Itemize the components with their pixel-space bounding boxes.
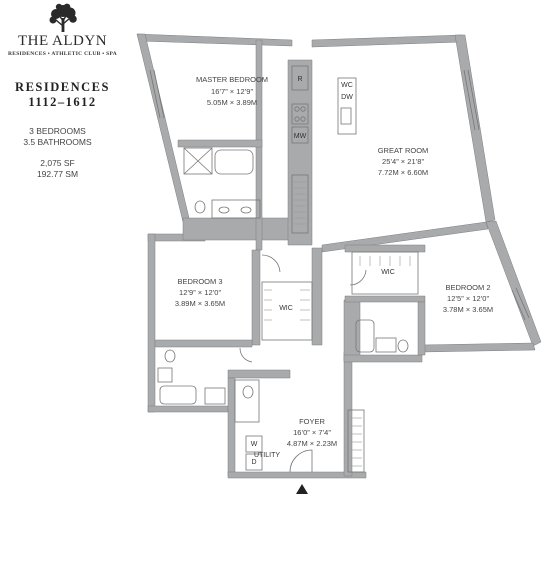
sink (340, 107, 352, 125)
bedroom2-metric: 3.78M × 3.65M (443, 305, 493, 314)
wic2 (351, 251, 419, 295)
door-bedroom3 (261, 254, 281, 273)
bedroom2-name: BEDROOM 2 (445, 283, 490, 292)
bedroom2-imperial: 12’5” × 12’0” (447, 294, 489, 303)
washer (245, 435, 263, 453)
master-bedroom-name: MASTER BEDROOM (196, 75, 268, 84)
wall-bedroom3-left (147, 233, 156, 413)
dishwasher-label: DW (341, 94, 353, 101)
bedroom3-imperial: 12’9” × 12’0” (179, 288, 221, 297)
utility-label: UTILITY (254, 452, 280, 459)
refrigerator (291, 65, 309, 91)
wall-right-lower (485, 220, 542, 347)
wall-utility-left (227, 377, 236, 477)
microwave (291, 126, 309, 144)
title-line1: RESIDENCES (15, 80, 110, 94)
door-wic2 (349, 269, 367, 286)
wine-cooler-label: WC (341, 82, 353, 89)
wic-bedroom3-label: WIC (279, 305, 293, 312)
great-room-metric: 7.72M × 6.60M (378, 168, 428, 177)
wall-wic2-top (344, 244, 426, 253)
dryer (245, 453, 263, 471)
microwave-label: MW (294, 133, 307, 140)
entry-door (289, 449, 313, 473)
residence-title: RESIDENCES 1112–1612 (0, 80, 125, 110)
vanity-master (211, 199, 261, 219)
bedroom3-metric: 3.89M × 3.65M (175, 299, 225, 308)
shower-master (183, 147, 213, 175)
tree-icon (49, 3, 77, 32)
toilet-powder (242, 385, 254, 399)
entry-arrow-icon (296, 484, 308, 494)
great-room-imperial: 25’4” × 21’8” (382, 157, 424, 166)
spec-bedrooms: 3 BEDROOMS (29, 126, 86, 136)
toilet-bath2 (397, 339, 409, 353)
wall-kitchen-spine (287, 59, 313, 246)
residence-specs: 3 BEDROOMS 3.5 BATHROOMS 2,075 SF 192.77… (0, 126, 115, 180)
foyer-closet (347, 409, 365, 473)
wall-wic2-bottom (344, 295, 426, 303)
tub-master (214, 149, 254, 175)
wall-left-slant (136, 33, 191, 223)
vanity-bath2 (375, 337, 397, 353)
foyer-imperial: 16’0” × 7’4” (293, 428, 331, 437)
closet-master (291, 174, 309, 234)
brand-name: THE ALDYN (17, 33, 108, 49)
wall-bedroom2-bottom (421, 342, 536, 353)
title-line2: 1112–1612 (28, 95, 97, 109)
wall-bath2-bottom (343, 354, 423, 363)
vanity-hall (204, 387, 226, 405)
range (291, 103, 309, 125)
tub-bath3 (159, 385, 197, 405)
vanity-bath3 (157, 367, 173, 383)
foyer-name: FOYER (299, 417, 325, 426)
wic3 (261, 281, 313, 341)
master-bedroom-imperial: 16’7” × 12’9” (211, 87, 253, 96)
wall-foyer-bottom (227, 471, 367, 479)
spec-area-sf: 2,075 SF (40, 158, 75, 168)
washer-label: W (251, 441, 258, 448)
toilet-bath3 (164, 349, 176, 363)
brand-tagline: RESIDENCES • ATHLETIC CLUB • SPA (7, 51, 118, 57)
wall-master-bath-top (177, 139, 263, 148)
brand-logo: THE ALDYN RESIDENCES • ATHLETIC CLUB • S… (0, 0, 125, 60)
great-room-name: GREAT ROOM (378, 146, 429, 155)
refrigerator-label: R (297, 76, 302, 83)
island (337, 77, 357, 135)
door-bath3 (239, 347, 253, 363)
wall-hall-top (227, 369, 291, 379)
tub-bath2 (355, 319, 375, 353)
master-bedroom-metric: 5.05M × 3.89M (207, 98, 257, 107)
wall-bath2-right (417, 301, 426, 356)
wall-top-left (136, 33, 293, 47)
wall-top-right (311, 34, 463, 48)
bedroom3-name: BEDROOM 3 (177, 277, 222, 286)
wall-bath-left (182, 217, 291, 241)
spec-area-sm: 192.77 SM (36, 169, 79, 179)
powder-room (234, 379, 260, 423)
wall-bath3-top (154, 339, 253, 348)
wall-bedroom3-bottom (147, 405, 229, 413)
wall-bedroom3-right (251, 249, 261, 346)
wall-wic3-right (311, 247, 323, 346)
dryer-label: D (251, 459, 256, 466)
wic-bedroom2-label: WIC (381, 269, 395, 276)
foyer-metric: 4.87M × 2.23M (287, 439, 337, 448)
toilet-master (194, 200, 206, 214)
spec-bathrooms: 3.5 BATHROOMS (23, 137, 92, 147)
